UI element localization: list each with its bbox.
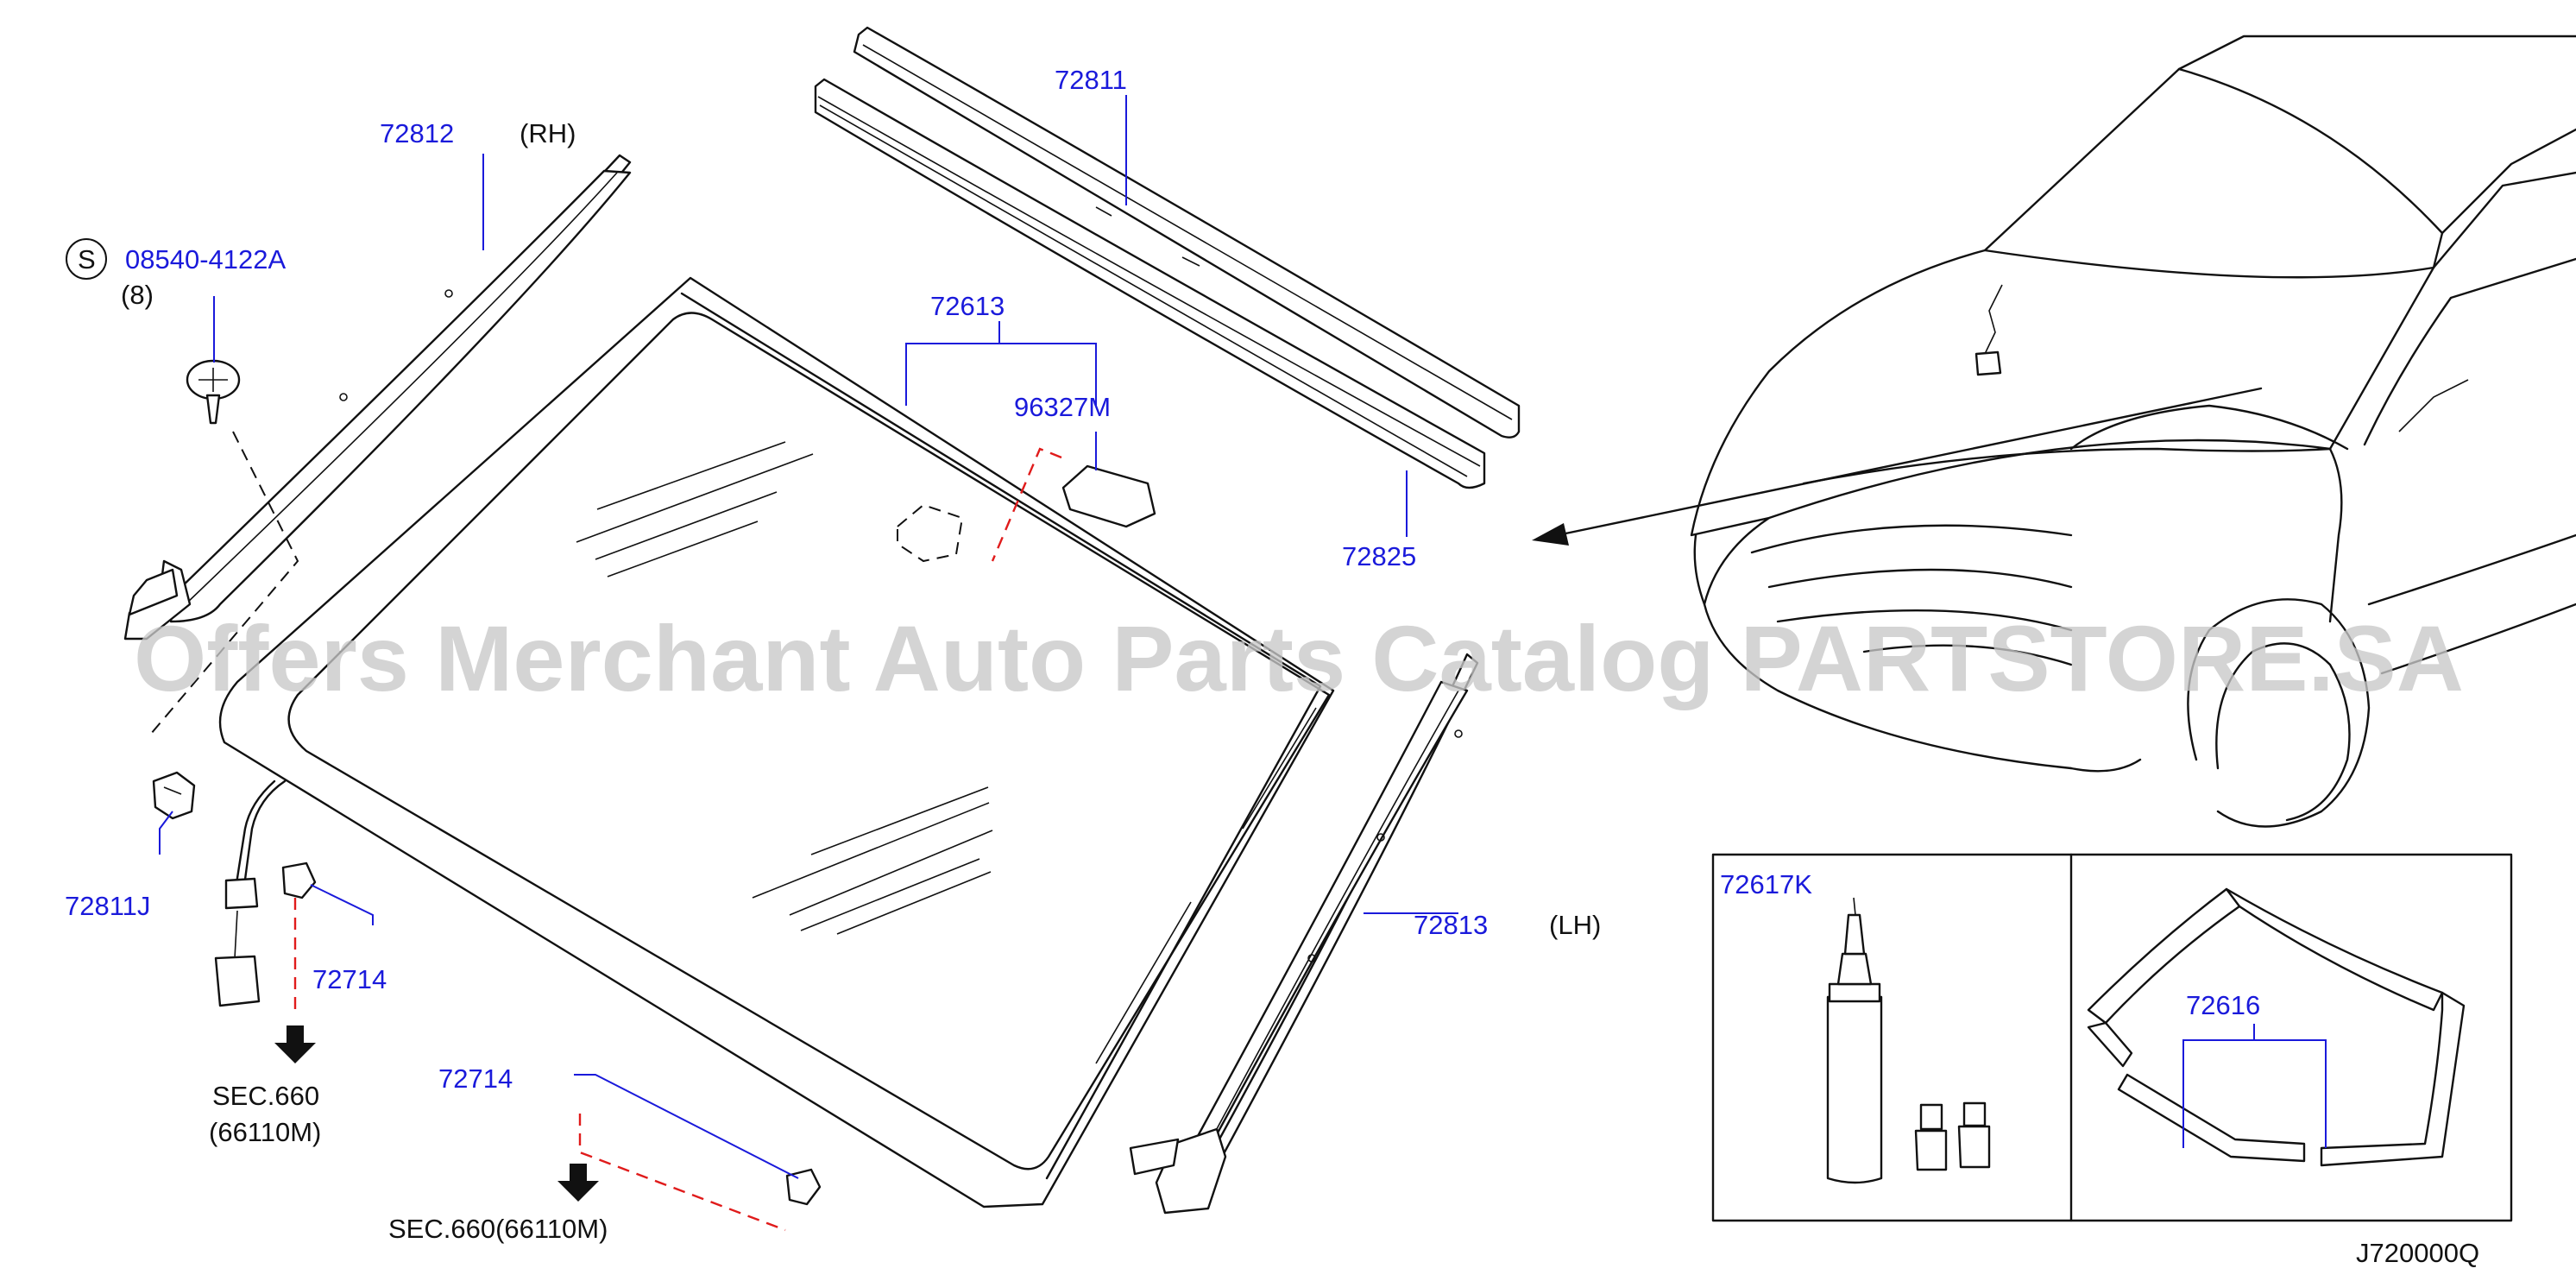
watermark-text: Offers Merchant Auto Parts Catalog PARTS… [134, 606, 2464, 710]
part-number-72714-upper[interactable]: 72714 [312, 964, 387, 994]
side-note-rh: (RH) [520, 118, 576, 148]
bracket-96327m [897, 464, 1156, 563]
windshield-glass [218, 276, 1335, 1208]
clip-72714-icon [281, 861, 317, 899]
part-number-72812[interactable]: 72812 [380, 118, 454, 148]
side-note-lh: (LH) [1549, 910, 1601, 940]
part-number-72714-lower[interactable]: 72714 [438, 1063, 513, 1094]
diagram-code: J720000Q [2356, 1238, 2479, 1268]
part-number-72825[interactable]: 72825 [1342, 541, 1416, 571]
black-dash-leaders [150, 431, 299, 735]
assembly-guide-lines [293, 447, 1062, 1232]
leader-lines [159, 95, 2327, 1179]
down-arrow-icon-2 [557, 1164, 599, 1202]
pillar-molding-rh [123, 154, 632, 640]
part-number-72811[interactable]: 72811 [1055, 65, 1127, 95]
section-ref-660-b[interactable]: SEC.660(66110M) [388, 1214, 608, 1244]
clip-72811j-icon [152, 771, 196, 820]
rubber-seal [2087, 887, 2466, 1167]
part-number-72613[interactable]: 72613 [930, 291, 1005, 321]
clip-72714-icon-lower [785, 1168, 822, 1206]
cowl-molding-upper [814, 26, 1521, 489]
accessory-inset-box [1711, 853, 2513, 1222]
section-ref-660-a[interactable]: SEC.660 [212, 1081, 319, 1111]
part-number-08540-4122a[interactable]: 08540-4122A [125, 244, 286, 274]
section-ref-66110m-a[interactable]: (66110M) [209, 1117, 321, 1147]
screw-quantity: (8) [121, 280, 154, 310]
part-number-96327m[interactable]: 96327M [1014, 392, 1111, 422]
part-number-72617k[interactable]: 72617K [1720, 869, 1812, 899]
screw-icon [186, 359, 241, 425]
location-arrow [1532, 387, 2263, 546]
adhesive-kit [1826, 897, 1991, 1184]
part-number-72616[interactable]: 72616 [2186, 990, 2260, 1020]
part-number-72813[interactable]: 72813 [1414, 910, 1488, 940]
standard-part-mark: S [78, 244, 96, 274]
sensor-harness [214, 779, 287, 1007]
part-number-72811j[interactable]: 72811J [65, 891, 150, 921]
standard-part-circle-icon [66, 238, 107, 280]
pillar-molding-lh [1129, 653, 1479, 1215]
glass-reflection-lines [576, 441, 1317, 1064]
down-arrow-icon [274, 1025, 316, 1063]
